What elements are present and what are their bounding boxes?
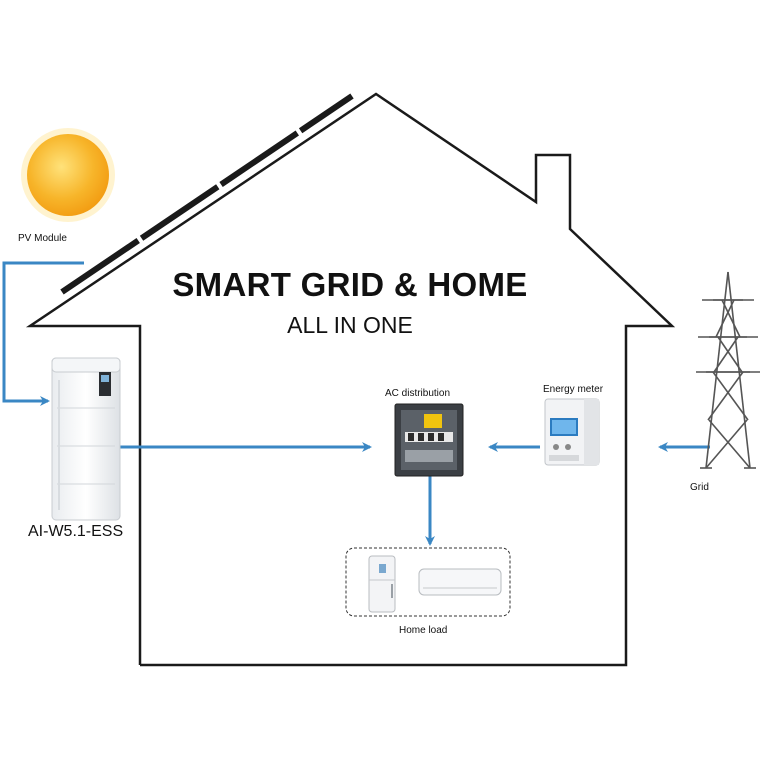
energy-meter-icon bbox=[544, 398, 600, 466]
ac-distribution-label: AC distribution bbox=[385, 388, 451, 399]
ess-label: AI-W5.1-ESS bbox=[28, 523, 124, 540]
sun-icon bbox=[21, 128, 115, 222]
energy-flow-lines bbox=[2, 261, 710, 546]
grid-label: Grid bbox=[690, 482, 709, 493]
pv-module-label: PV Module bbox=[18, 233, 67, 244]
house-outline bbox=[25, 92, 676, 667]
diagram-title: SMART GRID & HOME bbox=[172, 266, 528, 303]
transmission-tower-icon bbox=[696, 271, 760, 469]
energy-meter-label: Energy meter bbox=[543, 384, 604, 395]
pv-to-ess-line bbox=[2, 261, 84, 406]
battery-cabinet-icon bbox=[51, 357, 121, 521]
diagram-subtitle: ALL IN ONE bbox=[287, 312, 413, 338]
distribution-box-icon bbox=[394, 403, 464, 477]
air-conditioner-icon bbox=[418, 568, 502, 596]
refrigerator-icon bbox=[368, 555, 396, 613]
pv-panel-strip bbox=[60, 93, 354, 295]
home-load-box bbox=[345, 547, 511, 617]
home-load-label: Home load bbox=[399, 625, 448, 636]
